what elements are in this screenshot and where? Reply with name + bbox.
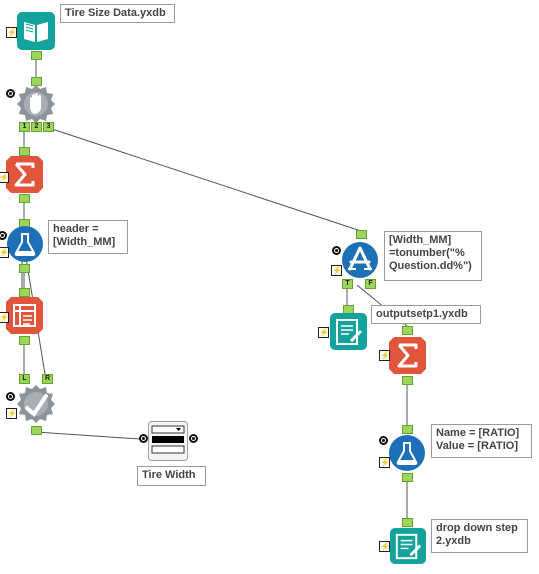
- filter-false-anchor[interactable]: F: [365, 279, 376, 289]
- select-tool[interactable]: [16, 84, 56, 124]
- input-data-tool[interactable]: [17, 12, 55, 50]
- sigma-icon: [6, 156, 43, 193]
- browse-indicator-icon: [379, 436, 388, 445]
- hand-stop-icon: [17, 85, 55, 123]
- summarize-tool[interactable]: [389, 337, 426, 374]
- input-anchor[interactable]: [402, 326, 413, 335]
- join-tool[interactable]: [16, 384, 56, 424]
- output-anchor[interactable]: [19, 264, 30, 273]
- browse-indicator-icon: [6, 89, 15, 98]
- formula-tool[interactable]: [7, 226, 43, 262]
- output-anchor[interactable]: [402, 376, 413, 385]
- sigma-icon: [389, 337, 426, 374]
- input-anchor[interactable]: [19, 288, 30, 297]
- select-anchor-1[interactable]: 1: [19, 122, 30, 132]
- lightning-badge-icon: ⚡: [6, 408, 17, 419]
- drop-down-tool[interactable]: [148, 421, 188, 461]
- formula-expression-label: Name = [RATIO] Value = [RATIO]: [431, 424, 532, 458]
- join-anchor-right[interactable]: R: [42, 374, 53, 384]
- filter-tool[interactable]: [342, 242, 378, 278]
- question-anchor-left[interactable]: [139, 434, 148, 443]
- flask-icon: [7, 226, 43, 262]
- output-anchor[interactable]: [31, 51, 42, 60]
- lightning-badge-icon: ⚡: [6, 27, 17, 38]
- filter-icon: [342, 242, 378, 278]
- browse-indicator-icon: [6, 392, 15, 401]
- output-anchor[interactable]: [19, 194, 30, 203]
- lightning-badge-icon: ⚡: [379, 350, 390, 361]
- browse-indicator-icon: [332, 246, 341, 255]
- question-anchor-right[interactable]: [189, 434, 198, 443]
- input-anchor[interactable]: [402, 425, 413, 434]
- output-data-tool[interactable]: [390, 528, 426, 564]
- output-icon: [390, 528, 426, 564]
- output-data-tool[interactable]: [330, 313, 367, 350]
- connections: [21, 58, 408, 524]
- select-anchor-2[interactable]: 2: [31, 122, 42, 132]
- crosstab-icon: [6, 297, 43, 334]
- lightning-badge-icon: ⚡: [379, 457, 390, 468]
- formula-expression-label: header = [Width_MM]: [48, 220, 128, 254]
- output-icon: [330, 313, 367, 350]
- lightning-badge-icon: ⚡: [0, 172, 9, 183]
- input-anchor[interactable]: [356, 230, 367, 239]
- filter-expression-label: [Width_MM] =tonumber("% Question.dd%"): [384, 231, 482, 281]
- input-data-label: Tire Size Data.yxdb: [60, 4, 175, 23]
- output-anchor[interactable]: [402, 473, 413, 482]
- join-anchor-left[interactable]: L: [19, 374, 30, 384]
- browse-indicator-icon: [0, 231, 7, 240]
- output-anchor[interactable]: [31, 426, 42, 435]
- lightning-badge-icon: ⚡: [379, 541, 390, 552]
- output-data-label: outputsetp1.yxdb: [371, 305, 481, 324]
- cross-tab-tool[interactable]: [6, 297, 43, 334]
- check-gear-icon: [17, 385, 55, 423]
- input-anchor[interactable]: [19, 147, 30, 156]
- flask-icon: [389, 435, 425, 471]
- select-anchor-3[interactable]: 3: [43, 122, 54, 132]
- input-anchor[interactable]: [402, 518, 413, 527]
- book-icon: [17, 12, 55, 50]
- filter-true-anchor[interactable]: T: [342, 279, 353, 289]
- lightning-badge-icon: ⚡: [0, 312, 9, 323]
- lightning-badge-icon: ⚡: [318, 327, 329, 338]
- output-anchor[interactable]: [19, 336, 30, 345]
- lightning-badge-icon: ⚡: [0, 247, 9, 258]
- formula-tool[interactable]: [389, 435, 425, 471]
- output-data-label: drop down step 2.yxdb: [431, 519, 528, 553]
- lightning-badge-icon: ⚡: [331, 265, 342, 276]
- dropdown-icon: [148, 421, 188, 461]
- drop-down-label: Tire Width: [137, 466, 206, 486]
- summarize-tool[interactable]: [6, 156, 43, 193]
